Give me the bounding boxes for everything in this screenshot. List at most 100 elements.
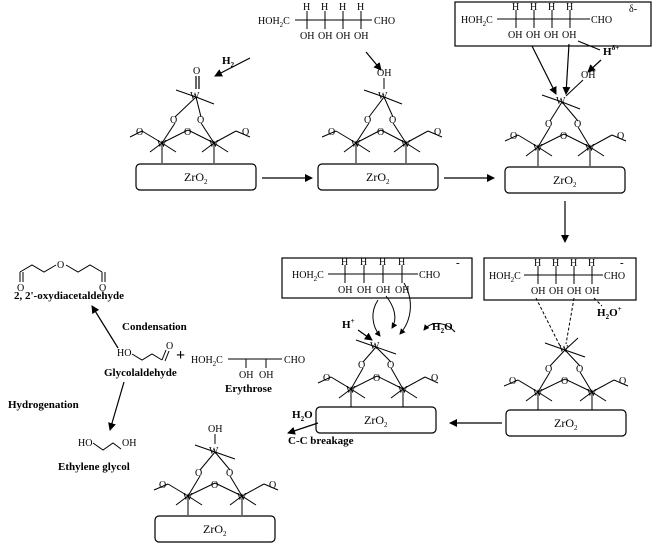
w-atom: W — [157, 139, 167, 150]
adsorption-arrow-2 — [562, 43, 571, 95]
sugar-oh: OH — [585, 286, 599, 297]
o-atom: O — [211, 480, 218, 491]
sugar-ch2oh: HOH2C — [489, 271, 521, 284]
o-atom: O — [545, 364, 552, 375]
support-block: ZrO2 — [135, 163, 257, 191]
catalyst-panel-6: ZrO2 W W W O O O O O — [153, 424, 279, 543]
tungsten-dimer: W W W O O O O O — [317, 339, 438, 407]
sugar-oh: OH — [526, 30, 540, 41]
o-atom: O — [574, 119, 581, 130]
w-atom: W — [346, 385, 356, 396]
sugar-h: H — [339, 2, 346, 13]
hydroxyl-group: OH — [377, 68, 391, 79]
o-atom: O — [377, 127, 384, 138]
o-atom: O — [197, 115, 204, 126]
o-atom: O — [136, 127, 143, 138]
o-atom: O — [184, 127, 191, 138]
adsorption-arrow-1 — [531, 45, 557, 95]
w-atom: W — [398, 385, 408, 396]
o-atom: O — [576, 364, 583, 375]
plus-sign: + — [176, 347, 185, 364]
o-atom: O — [57, 260, 64, 271]
o-atom: O — [358, 360, 365, 371]
hydrogenation-label: Hydrogenation — [8, 399, 79, 411]
negative-charge: - — [456, 257, 460, 269]
sugar-oh: OH — [549, 286, 563, 297]
sugar-oh: OH — [395, 285, 409, 296]
o-atom: O — [226, 468, 233, 479]
sugar-oh: OH — [508, 30, 522, 41]
o-atom: O — [323, 373, 330, 384]
erythrose-ch2oh: HOH2C — [191, 355, 223, 368]
support-label: ZrO2 — [554, 416, 578, 432]
o-atom: O — [242, 127, 249, 138]
electron-arrow — [423, 323, 456, 333]
w-atom: W — [533, 388, 543, 399]
oxydiacetaldehyde-label: 2, 2'-oxydiacetaldehyde — [14, 290, 124, 302]
o-atom: O — [561, 376, 568, 387]
sugar-h: H — [398, 257, 405, 268]
catalyst-panel-4: ZrO2 W W W O O O O O — [483, 257, 637, 437]
sugar-oh: OH — [357, 285, 371, 296]
oxydiacetaldehyde-structure: O O O — [17, 260, 106, 294]
o-atom: O — [170, 115, 177, 126]
support-label: ZrO2 — [366, 170, 390, 186]
sugar-h: H — [570, 258, 577, 269]
proton-label: H+ — [342, 317, 355, 331]
support-label: ZrO2 — [184, 170, 208, 186]
erythrose-structure: HOH2C CHO OH OH — [191, 355, 305, 381]
sugar-h: H — [303, 2, 310, 13]
sugar-h: H — [512, 2, 519, 13]
tungsten-dimer: W W W O O O O O OH — [153, 424, 279, 515]
step-arrow-5 — [287, 422, 319, 435]
delta-minus-label: δ- — [629, 4, 637, 15]
support-block: ZrO2 — [505, 409, 627, 437]
negative-charge: - — [620, 257, 624, 269]
o-atom: O — [431, 373, 438, 384]
sugar-h: H — [321, 2, 328, 13]
o-atom: O — [269, 480, 276, 491]
o-atom: O — [560, 131, 567, 142]
o-atom: O — [328, 127, 335, 138]
erythrose-oh: OH — [259, 370, 273, 381]
sugar-oh: OH — [376, 285, 390, 296]
sugar-oh: OH — [300, 31, 314, 42]
sugar-ch2oh: HOH2C — [258, 16, 290, 29]
catalyst-panel-3: ZrO2 W W W O O O O O — [454, 1, 652, 194]
ethylene-glycol-label: Ethylene glycol — [58, 461, 130, 473]
water-label: H2O — [292, 409, 313, 423]
o-atom: O — [373, 373, 380, 384]
catalyst-panel-1: ZrO2 W W W O O O O O — [129, 55, 257, 191]
o-atom: O — [509, 376, 516, 387]
sugar-oh: OH — [531, 286, 545, 297]
electron-arrow — [372, 299, 381, 337]
ethylene-glycol-structure: HO OH — [78, 438, 136, 451]
o-atom: O — [389, 115, 396, 126]
o-atom: O — [159, 480, 166, 491]
support-block: ZrO2 — [317, 163, 439, 191]
sugar-h: H — [566, 2, 573, 13]
sugar-h: H — [360, 257, 367, 268]
sugar-oh: OH — [318, 31, 332, 42]
products-area: O O O 2, 2'-oxydiacetaldehyde Condensati… — [8, 260, 305, 473]
o-atom: O — [387, 360, 394, 371]
electron-arrow — [385, 295, 398, 329]
hydroxyl-group: OH — [208, 424, 222, 435]
condensation-arrow — [91, 305, 119, 349]
o-atom: O — [434, 127, 441, 138]
sugar-oh: OH — [562, 30, 576, 41]
w-atom: W — [587, 388, 597, 399]
sugar-h: H — [357, 2, 364, 13]
w-atom: W — [585, 143, 595, 154]
sugar-oh: OH — [567, 286, 581, 297]
glucose-molecule: HOH2C CHO H H H H OH OH OH OH — [258, 2, 395, 42]
sugar-oh: OH — [354, 31, 368, 42]
w-atom: W — [351, 139, 361, 150]
w-atom: W — [533, 143, 543, 154]
o-atom: O — [510, 131, 517, 142]
sugar-h: H — [552, 258, 559, 269]
sugar-h: H — [548, 2, 555, 13]
h2-arrow — [214, 57, 251, 77]
sugar-adsorption-arrow — [365, 51, 382, 71]
support-label: ZrO2 — [553, 173, 577, 189]
